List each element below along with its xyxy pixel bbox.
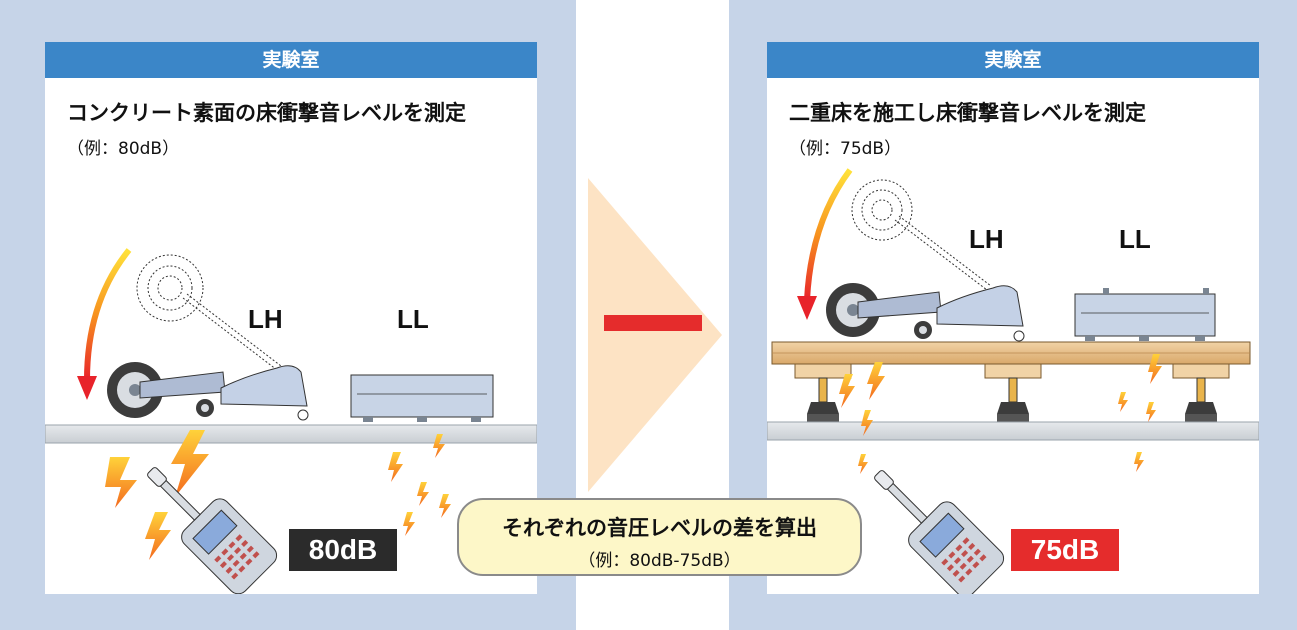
- right-panel: 実験室 二重床を施工し床衝撃音レベルを測定 （例：75dB）: [729, 0, 1297, 630]
- floor-joist: [984, 363, 1042, 379]
- sound-bolt-icon: [433, 434, 445, 458]
- right-illustration: [767, 168, 1259, 594]
- sound-bolt-icon: [417, 482, 429, 506]
- box-body: [350, 374, 494, 418]
- callout-example: （例：80dB-75dB）: [578, 551, 741, 571]
- right-reading-badge: 75dB: [1011, 529, 1119, 571]
- floor-joist: [794, 363, 852, 379]
- sound-bolt-icon: [861, 410, 873, 436]
- right-example: （例：75dB）: [789, 139, 902, 159]
- left-reading-badge: 80dB: [289, 529, 397, 571]
- impact-arrow-icon: [84, 248, 132, 381]
- minus-sign-icon: [604, 315, 702, 331]
- left-illustration: [45, 248, 537, 594]
- concrete-floor: [767, 421, 1259, 441]
- sound-level-meter-icon: [874, 470, 1005, 594]
- sound-level-meter-icon: [147, 467, 278, 594]
- sound-bolt-icon: [1134, 452, 1144, 472]
- left-lab-header: 実験室: [45, 42, 537, 78]
- difference-callout: それぞれの音圧レベルの差を算出 （例：80dB-75dB）: [457, 498, 862, 576]
- sound-bolt-icon: [403, 512, 415, 536]
- sound-bolt-icon: [867, 362, 885, 400]
- triangle-arrow-shape: [588, 178, 722, 492]
- right-lab-header: 実験室: [767, 42, 1259, 78]
- arrow-head-icon: [77, 376, 97, 400]
- sound-circle-icon: [851, 179, 913, 241]
- callout-title: それぞれの音圧レベルの差を算出: [502, 516, 817, 540]
- left-lh-label: LH: [248, 304, 283, 334]
- arrow-head-icon: [797, 296, 817, 320]
- right-ll-label: LL: [1119, 224, 1151, 254]
- left-example: （例：80dB）: [67, 139, 180, 159]
- left-description: コンクリート素面の床衝撃音レベルを測定: [67, 101, 466, 125]
- sound-circle-icon: [861, 189, 903, 231]
- machine-body: [220, 365, 308, 407]
- sound-bolt-icon: [105, 457, 137, 508]
- sound-bolt-icon: [839, 374, 855, 408]
- support-leg: [997, 377, 1029, 422]
- sound-bolt-icon: [439, 494, 451, 518]
- sound-bolt-icon: [171, 430, 209, 497]
- impact-box-ll: [1074, 288, 1216, 341]
- impact-box-ll: [350, 374, 494, 422]
- impact-arrow-icon: [804, 168, 853, 301]
- left-ll-label: LL: [397, 304, 429, 334]
- dotted-cable: [894, 219, 988, 291]
- sound-circle-icon: [157, 275, 183, 301]
- left-lab-box: 実験室 コンクリート素面の床衝撃音レベルを測定 （例：80dB）: [45, 42, 537, 594]
- right-lh-label: LH: [969, 224, 1004, 254]
- tapping-machine-lh: [826, 283, 1025, 342]
- right-description: 二重床を施工し床衝撃音レベルを測定: [789, 101, 1146, 125]
- sound-bolt-icon: [388, 452, 403, 482]
- sound-circle-icon: [147, 265, 193, 311]
- sound-circle-icon: [136, 254, 204, 322]
- machine-body: [936, 285, 1024, 327]
- sound-bolt-icon: [1148, 354, 1162, 384]
- sound-bolt-icon: [145, 512, 171, 560]
- floor-joist: [1172, 363, 1230, 379]
- box-body: [1074, 293, 1216, 337]
- sound-bolt-icon: [1146, 402, 1156, 422]
- sound-bolt-icon: [1118, 392, 1128, 412]
- support-leg: [807, 377, 839, 422]
- support-leg: [1185, 377, 1217, 422]
- concrete-floor: [45, 424, 537, 444]
- tapping-machine-lh: [107, 362, 309, 421]
- sound-bolt-icon: [858, 454, 868, 474]
- sound-circle-icon: [871, 199, 893, 221]
- dotted-cable: [898, 215, 992, 287]
